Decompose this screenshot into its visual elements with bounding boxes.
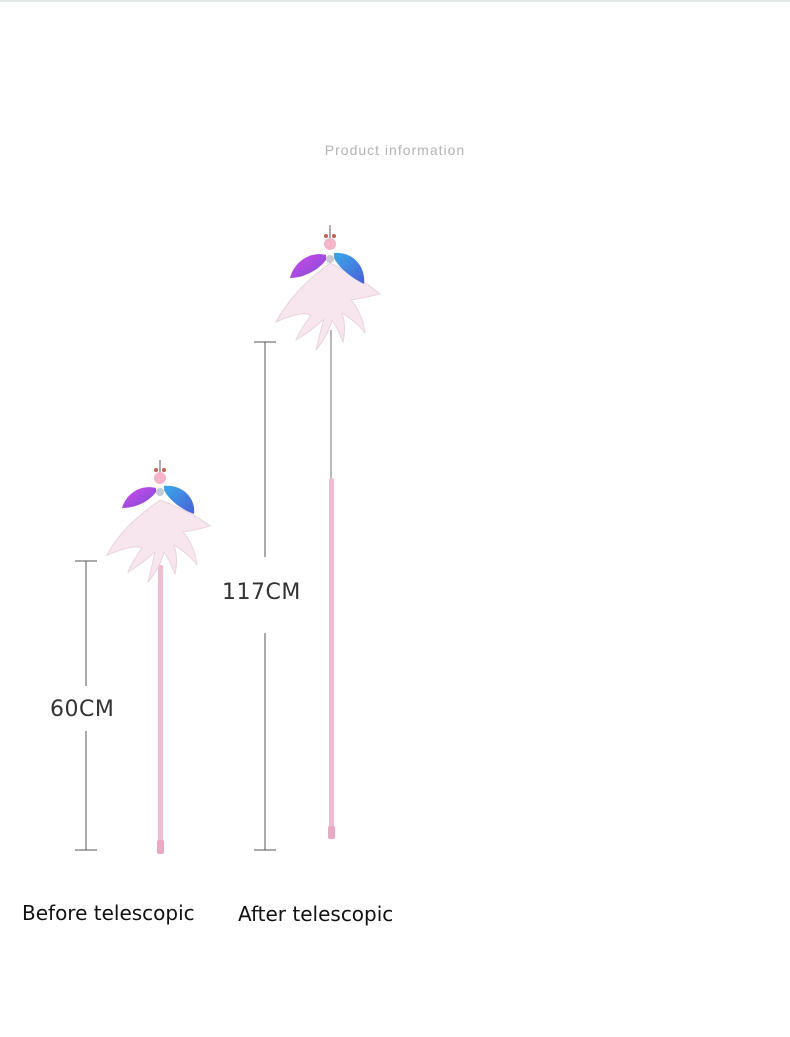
page-title: Product information (324, 142, 466, 158)
measure-bar-after (254, 341, 276, 851)
length-label-after: 117CM (222, 580, 301, 605)
cat-toy-short (105, 460, 212, 854)
measure-bar-before (75, 560, 97, 851)
caption-after: After telescopic (238, 902, 394, 926)
cat-toy-extended (274, 225, 382, 839)
caption-before: Before telescopic (22, 901, 195, 925)
top-divider (0, 0, 790, 2)
length-label-before: 60CM (50, 697, 115, 722)
